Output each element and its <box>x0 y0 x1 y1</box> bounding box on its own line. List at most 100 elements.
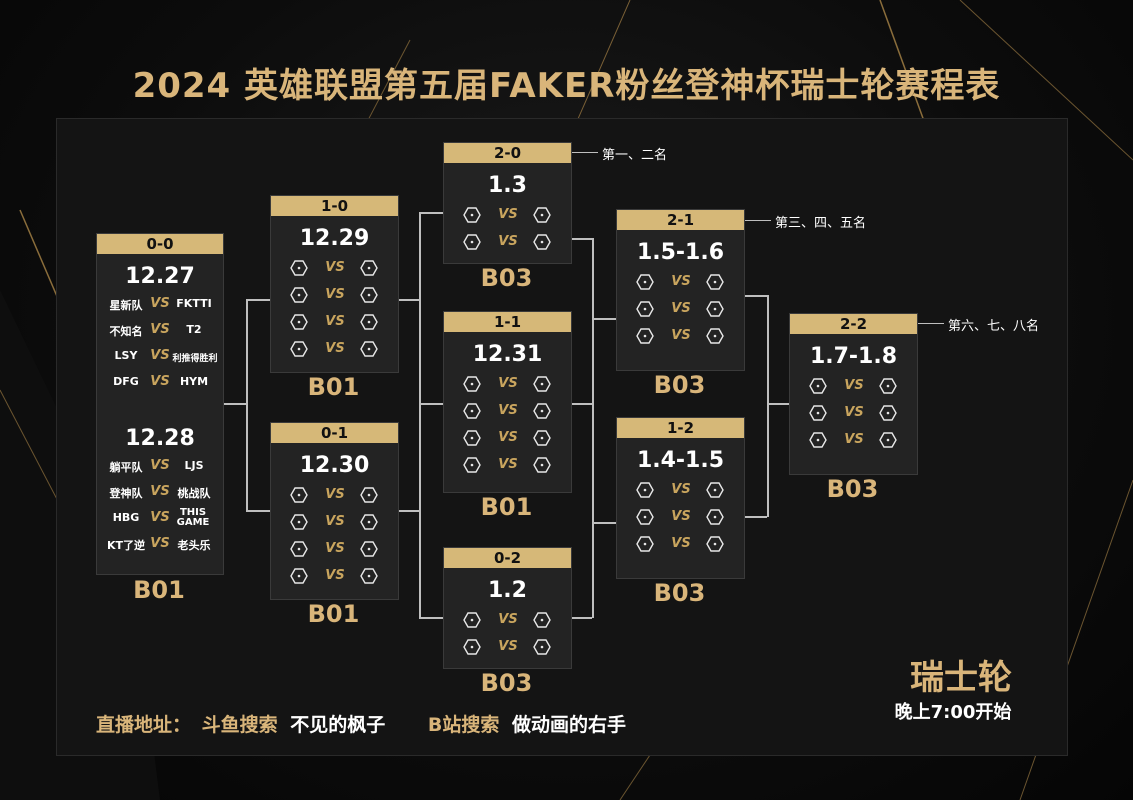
team-hex-icon <box>290 287 308 303</box>
start-time: 晚上7:00开始 <box>894 702 1012 723</box>
team-hex-icon <box>879 432 897 448</box>
vs-label: VS <box>671 328 691 343</box>
team-hex-icon <box>463 234 481 250</box>
team-a: 不知名 <box>109 325 143 338</box>
vs-label: VS <box>150 484 170 499</box>
match-row: VS <box>617 480 744 502</box>
team-a: KT了逆 <box>106 539 146 552</box>
team-b: HYM <box>179 375 209 388</box>
team-hex-icon <box>533 376 551 392</box>
team-hex-icon <box>360 287 378 303</box>
team-hex-icon <box>809 405 827 421</box>
match-row: 不知名 VS T2 <box>97 320 223 342</box>
match-date: 12.29 <box>299 226 370 251</box>
douyu-label: 斗鱼搜索 <box>201 714 278 736</box>
team-hex-icon <box>290 541 308 557</box>
vs-label: VS <box>498 612 518 627</box>
bili-label: B站搜索 <box>427 714 500 736</box>
match-row: VS <box>790 403 917 425</box>
vs-label: VS <box>671 509 691 524</box>
vs-label: VS <box>671 482 691 497</box>
record-header: 2-1 <box>617 210 744 230</box>
connector <box>397 299 419 301</box>
match-row: VS <box>790 376 917 398</box>
page-title: 2024 英雄联盟第五届FAKER粉丝登神杯瑞士轮赛程表 <box>132 66 1001 106</box>
team-b: LJS <box>184 459 204 472</box>
vs-label: VS <box>325 341 345 356</box>
connector <box>222 403 246 405</box>
match-date: 12.31 <box>472 342 543 367</box>
connector <box>419 617 443 619</box>
vs-label: VS <box>150 458 170 473</box>
team-hex-icon <box>706 274 724 290</box>
format-label: B03 <box>653 579 706 607</box>
vs-label: VS <box>325 314 345 329</box>
match-row: 躺平队 VS LJS <box>97 456 223 478</box>
team-hex-icon <box>463 403 481 419</box>
match-row: VS <box>271 485 398 507</box>
team-a: HBG <box>112 511 140 524</box>
team-a: 登神队 <box>109 487 143 500</box>
match-row: KT了逆 VS 老头乐 <box>97 534 223 556</box>
team-hex-icon <box>879 378 897 394</box>
connector <box>767 295 769 517</box>
team-hex-icon <box>706 328 724 344</box>
team-hex-icon <box>360 341 378 357</box>
connector <box>419 403 443 405</box>
team-hex-icon <box>533 207 551 223</box>
team-hex-icon <box>706 301 724 317</box>
record-header: 0-2 <box>444 548 571 568</box>
format-label: B01 <box>307 373 360 401</box>
match-row: VS <box>617 534 744 556</box>
team-hex-icon <box>290 514 308 530</box>
match-row: VS <box>444 455 571 477</box>
format-label: B01 <box>133 576 185 604</box>
team-hex-icon <box>706 536 724 552</box>
match-row: DFG VS HYM <box>97 372 223 394</box>
team-hex-icon <box>636 301 654 317</box>
footer-line: 直播地址： 斗鱼搜索 不见的枫子 B站搜索 做动画的右手 <box>96 710 626 737</box>
match-row: VS <box>444 205 571 227</box>
connector <box>397 510 419 512</box>
vs-label: VS <box>150 348 170 363</box>
match-row: VS <box>444 401 571 423</box>
team-hex-icon <box>290 568 308 584</box>
vs-label: VS <box>844 432 864 447</box>
connector <box>743 516 767 518</box>
vs-label: VS <box>498 430 518 445</box>
team-hex-icon <box>706 482 724 498</box>
team-hex-icon <box>360 541 378 557</box>
team-b: FKTTI <box>176 297 212 310</box>
vs-label: VS <box>498 376 518 391</box>
team-hex-icon <box>533 234 551 250</box>
vs-label: VS <box>498 403 518 418</box>
team-hex-icon <box>533 403 551 419</box>
vs-label: VS <box>325 260 345 275</box>
format-label: B03 <box>653 371 706 399</box>
vs-label: VS <box>844 378 864 393</box>
vs-label: VS <box>671 274 691 289</box>
match-date: 12.30 <box>299 453 370 478</box>
vs-label: VS <box>325 514 345 529</box>
stage-title: 瑞士轮 <box>910 658 1012 698</box>
note-line <box>743 220 771 221</box>
match-date: 1.7-1.8 <box>809 344 898 369</box>
bili-name: 做动画的右手 <box>512 714 627 736</box>
connector <box>570 403 592 405</box>
match-row: VS <box>617 272 744 294</box>
connector <box>246 510 270 512</box>
match-row: VS <box>444 232 571 254</box>
team-b: 利推得胜利 <box>172 354 218 364</box>
team-hex-icon <box>533 457 551 473</box>
connector <box>592 238 594 318</box>
match-row: VS <box>617 507 744 529</box>
round-0-0-box: 0-0 12.27 星新队 VS FKTTI 不知名 VS T2 LSY VS … <box>96 233 224 575</box>
match-row: VS <box>444 428 571 450</box>
team-hex-icon <box>533 430 551 446</box>
vs-label: VS <box>150 510 170 525</box>
